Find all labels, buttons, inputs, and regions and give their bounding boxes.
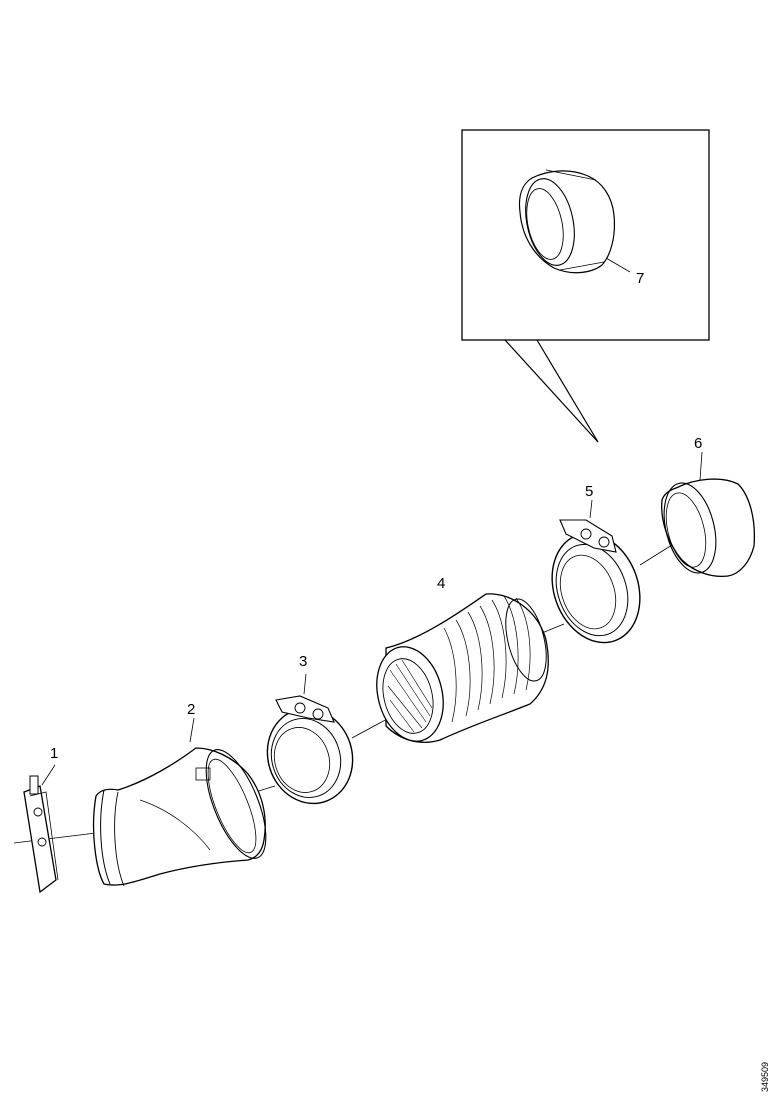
document-id: 349509 xyxy=(760,1062,770,1092)
callout-3: 3 xyxy=(299,653,307,670)
callout-5: 5 xyxy=(585,483,593,500)
part-3-v-band-clamp xyxy=(266,673,354,805)
part-1-flange-gasket xyxy=(23,764,59,894)
callout-4: 4 xyxy=(437,575,445,592)
callout-6: 6 xyxy=(694,435,702,452)
callout-7: 7 xyxy=(636,270,644,287)
part-4-flex-bellows xyxy=(376,593,549,743)
callout-1: 1 xyxy=(50,745,58,762)
part-2-elbow-pipe xyxy=(92,717,267,887)
callout-2: 2 xyxy=(187,701,195,718)
part-6-sleeve-ring xyxy=(661,451,756,578)
callout-labels: 1 2 3 4 5 6 7 xyxy=(50,270,702,762)
detail-inset xyxy=(461,129,710,443)
detail-inset-frame xyxy=(461,129,710,341)
detail-inset-pointer xyxy=(504,339,599,443)
part-5-v-band-clamp xyxy=(551,499,641,644)
part-7-sleeve-ring xyxy=(518,169,631,274)
